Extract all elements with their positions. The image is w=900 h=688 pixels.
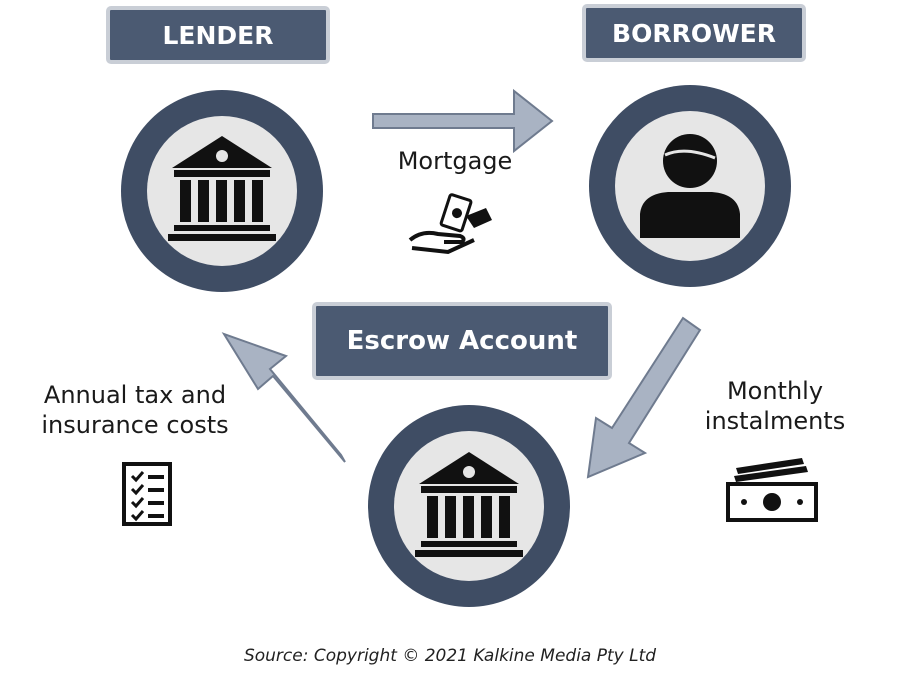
borrower-node [589,85,791,287]
annual-arrow [221,332,346,463]
checklist-icon [122,462,172,526]
source-credit: Source: Copyright © 2021 Kalkine Media P… [243,646,657,666]
mortgage-arrow [372,88,554,154]
borrower-label-text: BORROWER [612,18,776,48]
banknotes-icon [726,458,818,522]
monthly-caption-line2: instalments [704,407,846,435]
person-icon [640,134,740,238]
annual-caption-line1: Annual tax and [43,381,227,409]
lender-label: LENDER [106,6,330,64]
escrow-node [368,405,570,607]
monthly-caption-line1: Monthly [726,377,824,405]
cash-handover-icon [408,193,492,255]
mortgage-caption: Mortgage [397,147,513,175]
annual-caption-line2: insurance costs [41,411,229,439]
escrow-label: Escrow Account [312,302,612,380]
lender-node [121,90,323,292]
lender-label-text: LENDER [162,20,274,50]
monthly-arrow [586,316,702,479]
annual-caption: Annual tax and insurance costs [10,380,260,440]
monthly-caption: Monthly instalments [670,376,880,436]
borrower-label: BORROWER [582,4,806,62]
escrow-label-text: Escrow Account [346,326,578,356]
